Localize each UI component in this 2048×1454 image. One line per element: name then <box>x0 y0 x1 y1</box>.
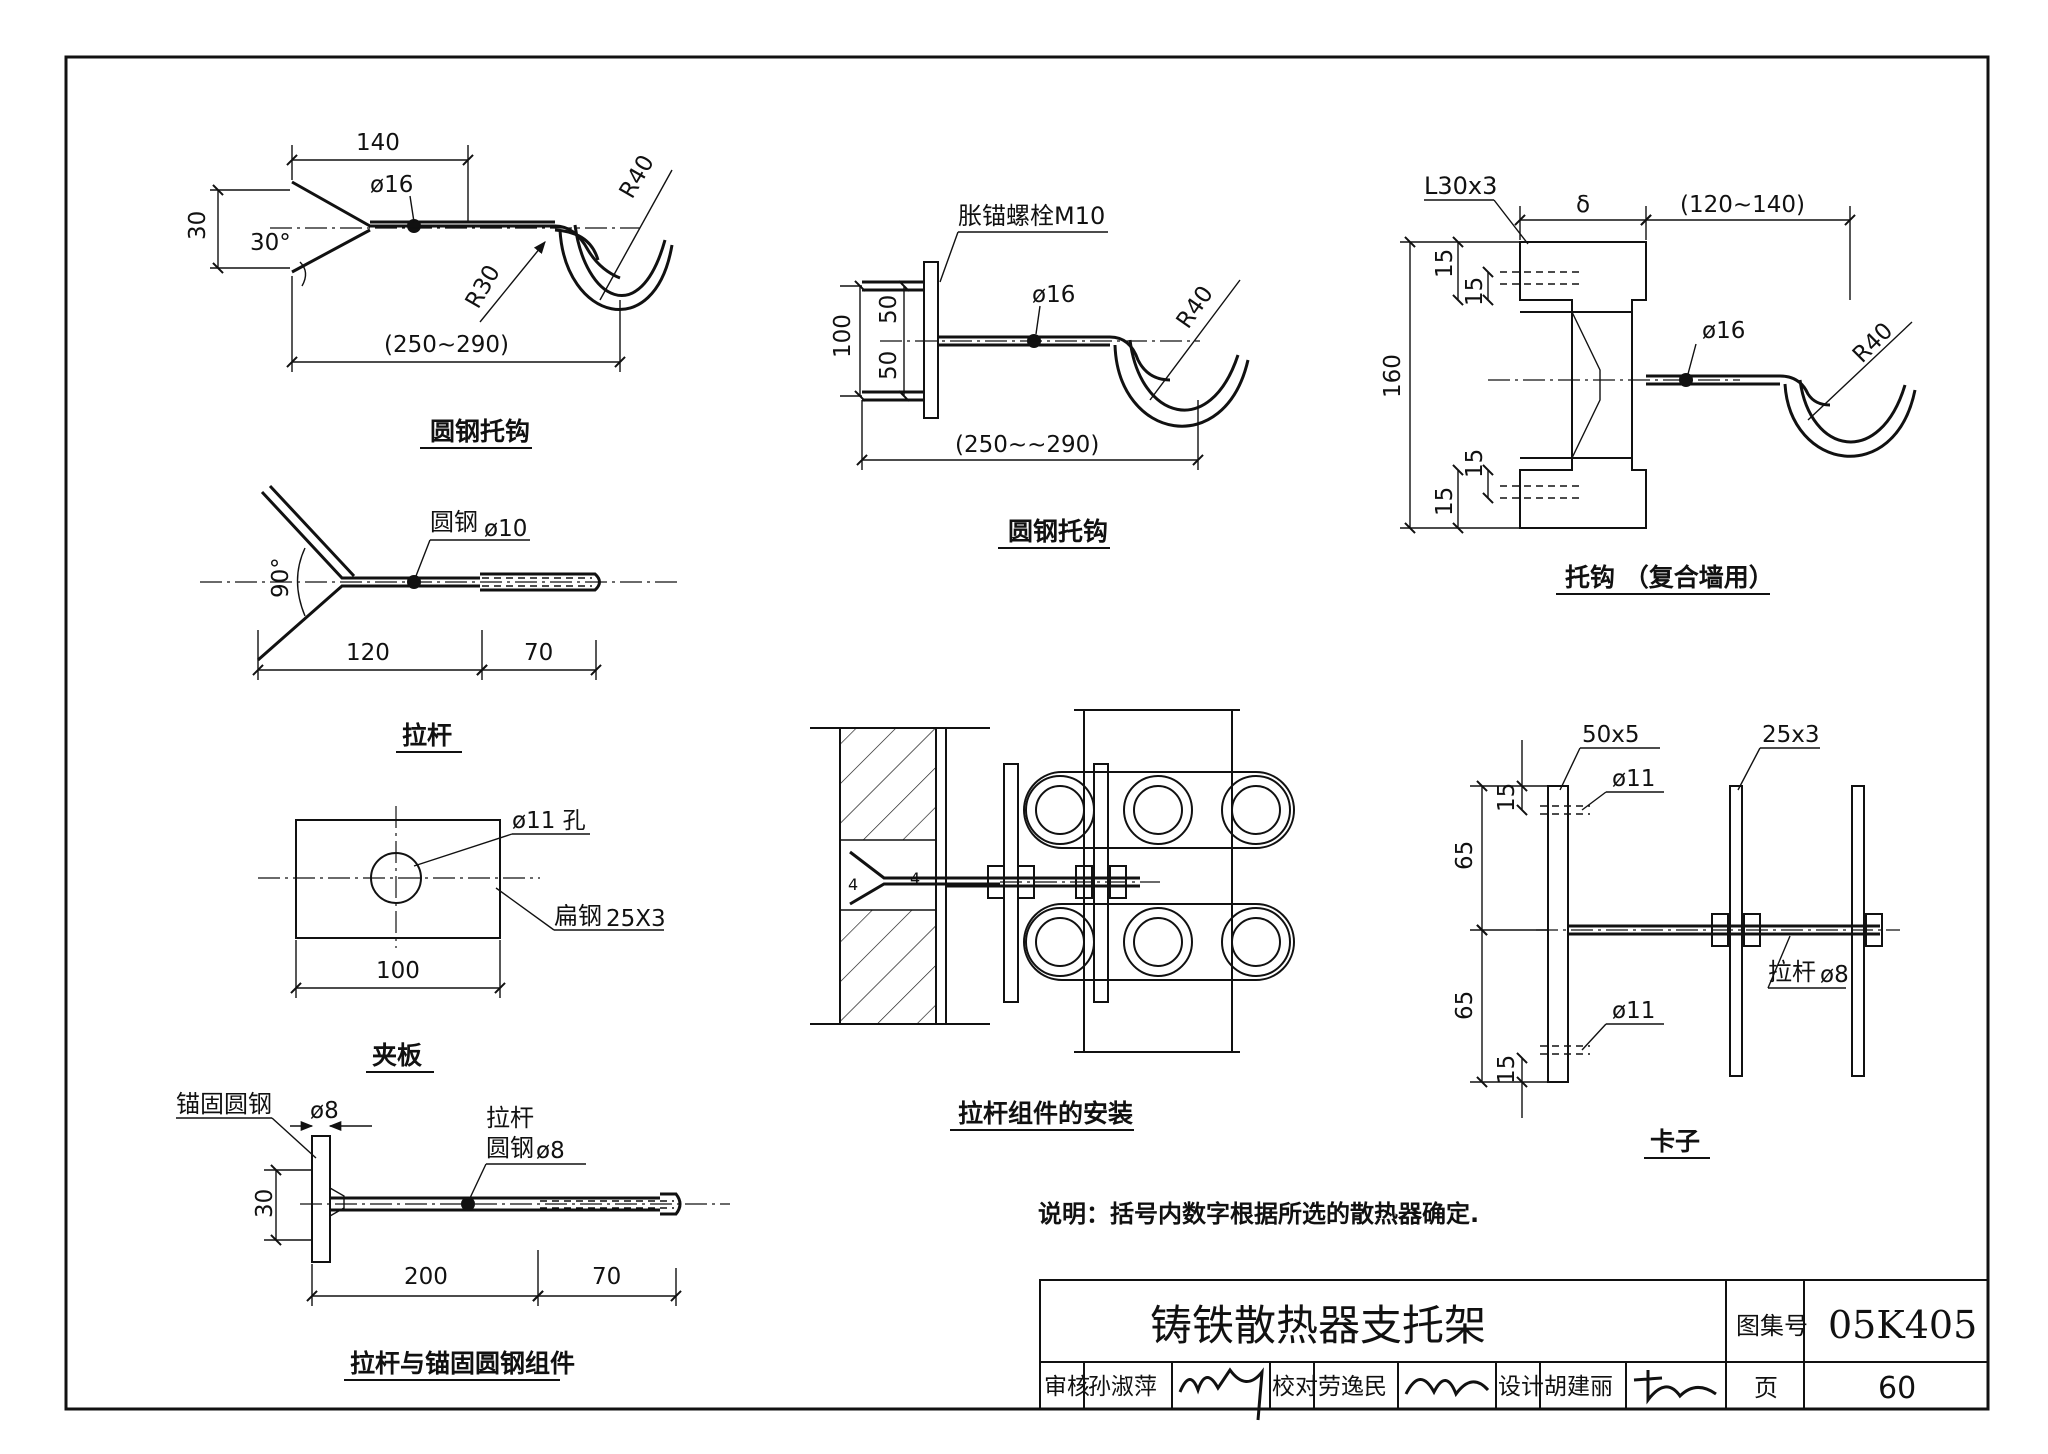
dim-span: (250~~290) <box>955 432 1099 458</box>
label-tie: 拉杆 <box>486 1104 534 1132</box>
dim-70: 70 <box>592 1264 621 1290</box>
view-clamp-plate: ø11 孔 扁钢 25X3 100 夹板 <box>258 806 666 1073</box>
dim-span: (250~290) <box>384 332 509 358</box>
dim-phi16: ø16 <box>1702 318 1745 344</box>
dim-30: 30 <box>252 1189 278 1218</box>
dim-30-angle: 30° <box>250 230 291 256</box>
rod-section-dot <box>1679 373 1693 387</box>
dim-r40: R40 <box>1848 318 1898 368</box>
dim-15a: 15 <box>1432 249 1458 278</box>
label-round-steel: 圆钢 <box>430 508 478 536</box>
designer-signature <box>1633 1370 1717 1405</box>
dim-range: (120~140) <box>1680 192 1805 218</box>
dim-phi11a: ø11 <box>1612 766 1655 792</box>
dim-r40: R40 <box>615 151 660 203</box>
view-installation: 4 4 <box>810 709 1295 1131</box>
check-label: 校对 <box>1272 1374 1318 1400</box>
caption-hook-1: 圆钢托钩 <box>430 417 530 446</box>
checker-signature <box>1404 1378 1490 1398</box>
dim-90: 90° <box>268 557 294 598</box>
view-clip: 50x5 25x3 ø11 ø11 拉杆 ø8 65 65 15 15 卡子 <box>1452 722 1900 1159</box>
label-anchor-steel: 锚固圆钢 <box>176 1090 272 1118</box>
svg-text:4: 4 <box>848 875 858 894</box>
dim-hole: ø11 孔 <box>512 808 586 834</box>
dim-phi8a: ø8 <box>310 1098 339 1124</box>
dim-120: 120 <box>346 640 390 666</box>
rod-section-dot <box>407 219 421 233</box>
dim-25x3: 25x3 <box>1762 722 1820 748</box>
caption-rod-assembly: 拉杆与锚固圆钢组件 <box>350 1349 575 1378</box>
page-label: 页 <box>1754 1374 1778 1402</box>
title-block: 铸铁散热器支托架 图集号 05K405 页 60 审核 孙淑萍 校对 劳逸民 设… <box>1039 1279 1989 1421</box>
dim-phi8: ø8 <box>1820 962 1849 988</box>
dim-50x5: 50x5 <box>1582 722 1640 748</box>
dim-70: 70 <box>524 640 553 666</box>
note-text: 说明：括号内数字根据所选的散热器确定. <box>1038 1200 1479 1228</box>
dim-flat: 25X3 <box>606 906 666 932</box>
view-hook-1: 140 30 30° ø16 R40 R30 (250~290) 圆钢托钩 <box>185 130 674 449</box>
dim-200: 200 <box>404 1264 448 1290</box>
view-hook-3: L30x3 δ (120~140) ø16 R40 160 15 15 15 1… <box>1380 172 1917 595</box>
dim-phi16: ø16 <box>370 172 413 198</box>
caption-clip: 卡子 <box>1650 1127 1700 1156</box>
atlas-number: 05K405 <box>1828 1303 1977 1347</box>
label-round: 圆钢 <box>486 1134 534 1162</box>
rod-section-dot <box>407 575 421 589</box>
reviewer-name: 孙淑萍 <box>1088 1374 1157 1400</box>
caption-installation: 拉杆组件的安装 <box>958 1099 1133 1128</box>
reviewer-signature <box>1178 1367 1264 1421</box>
atlas-label: 图集号 <box>1736 1312 1808 1340</box>
caption-clamp-plate: 夹板 <box>372 1041 422 1070</box>
dim-100: 100 <box>376 958 420 984</box>
label-flat-steel: 扁钢 <box>554 902 602 930</box>
sheet-border <box>64 55 1990 1411</box>
design-label: 设计 <box>1498 1374 1544 1400</box>
caption-hook-2: 圆钢托钩 <box>1008 517 1108 546</box>
view-tie-rod: 90° 圆钢 ø10 120 70 拉杆 <box>200 484 680 753</box>
page-number: 60 <box>1878 1371 1916 1406</box>
dim-15d: 15 <box>1432 487 1458 516</box>
caption-hook-3: 托钩 （复合墙用） <box>1565 563 1774 592</box>
dim-r30: R30 <box>461 261 506 313</box>
dim-15c: 15 <box>1462 449 1488 478</box>
designer-name: 胡建丽 <box>1544 1374 1613 1400</box>
dim-65a: 65 <box>1452 841 1478 870</box>
dim-delta: δ <box>1576 192 1590 218</box>
dim-phi8b: ø8 <box>536 1138 565 1164</box>
dim-160: 160 <box>1380 354 1406 398</box>
dim-100: 100 <box>830 314 856 358</box>
dim-50b: 50 <box>876 351 902 380</box>
dim-15b: 15 <box>1462 277 1488 306</box>
dim-15b: 15 <box>1494 1055 1520 1084</box>
dim-50a: 50 <box>876 295 902 324</box>
label-anchor-bolt: 胀锚螺栓M10 <box>958 202 1105 230</box>
caption-tie-rod: 拉杆 <box>402 721 452 750</box>
dim-phi11b: ø11 <box>1612 998 1655 1024</box>
view-hook-2: 胀锚螺栓M10 ø16 R40 100 50 50 (250~~290) 圆钢托… <box>830 202 1250 549</box>
view-rod-assembly: 锚固圆钢 ø8 拉杆 圆钢 ø8 30 200 70 拉杆与锚固圆钢组件 <box>176 1090 730 1381</box>
drawing-title: 铸铁散热器支托架 <box>1150 1301 1486 1350</box>
dim-15a: 15 <box>1494 783 1520 812</box>
dim-r40: R40 <box>1172 281 1219 333</box>
dim-phi16: ø16 <box>1032 282 1075 308</box>
label-angle: L30x3 <box>1424 172 1497 200</box>
radiator-tubes <box>1023 771 1295 981</box>
label-tie-rod: 拉杆 <box>1768 958 1816 986</box>
rod-section-dot <box>461 1197 475 1211</box>
dim-phi10: ø10 <box>484 516 527 542</box>
review-label: 审核 <box>1044 1374 1090 1400</box>
dim-65b: 65 <box>1452 991 1478 1020</box>
checker-name: 劳逸民 <box>1318 1374 1387 1400</box>
dim-30: 30 <box>185 211 211 240</box>
dim-140: 140 <box>356 130 400 156</box>
